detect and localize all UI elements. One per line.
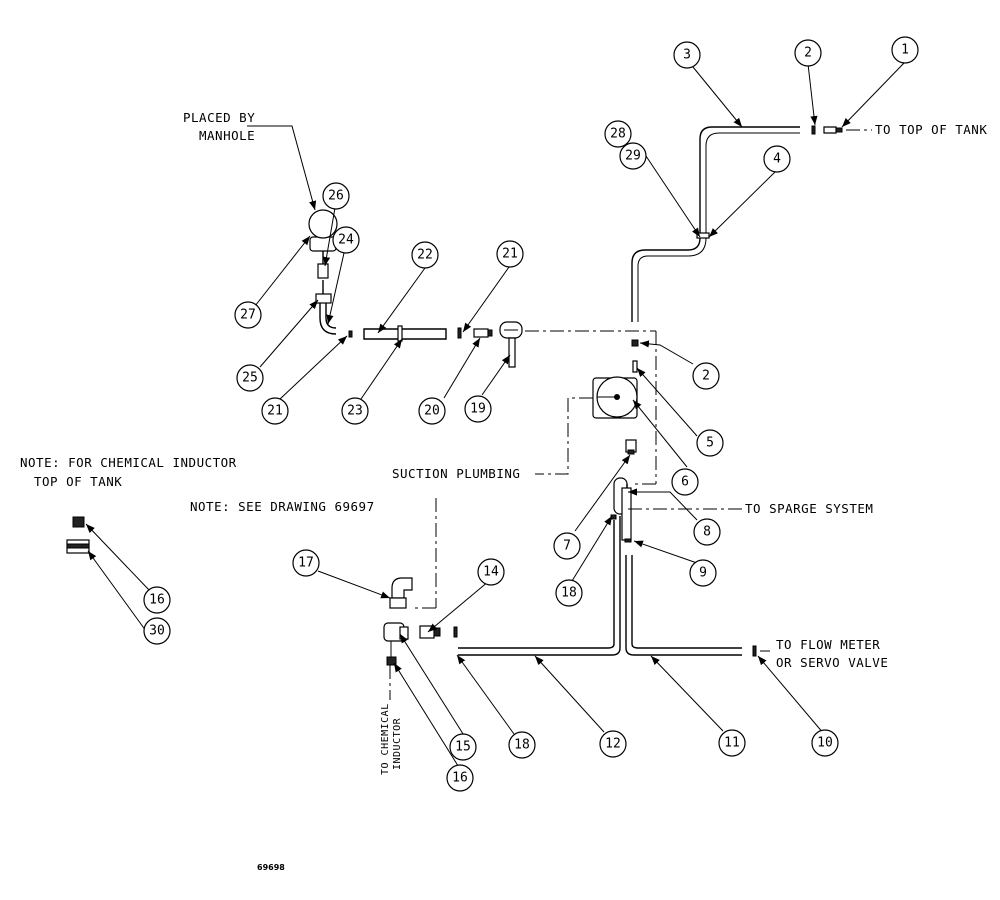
note-suction-plumbing: SUCTION PLUMBING	[392, 466, 520, 481]
callout: 6	[671, 468, 699, 496]
pipe-11	[625, 555, 742, 656]
callout: 16	[446, 764, 474, 792]
callout: 22	[411, 241, 439, 269]
note-inductor: INDUCTOR	[392, 717, 403, 770]
svg-text:30: 30	[149, 624, 165, 639]
pipework	[66, 125, 843, 666]
svg-text:24: 24	[338, 233, 354, 248]
svg-text:19: 19	[470, 402, 486, 417]
callout: 9	[689, 559, 717, 587]
chemical-inductor-assembly	[383, 577, 458, 666]
callout: 27	[234, 301, 262, 329]
note-chemical-inductor: NOTE: FOR CHEMICAL INDUCTOR	[20, 455, 237, 470]
svg-text:4: 4	[773, 152, 781, 167]
svg-text:11: 11	[724, 736, 740, 751]
callout: 10	[811, 729, 839, 757]
svg-text:2: 2	[804, 46, 812, 61]
pipe-top-of-tank	[631, 126, 800, 322]
note-flow-meter: TO FLOW METER	[776, 637, 880, 652]
note-placed-by: PLACED BY	[183, 110, 255, 125]
svg-text:6: 6	[681, 475, 689, 490]
svg-text:12: 12	[605, 737, 621, 752]
ball-valve	[499, 321, 523, 368]
note-top-of-tank-2: TOP OF TANK	[34, 474, 122, 489]
svg-text:23: 23	[347, 404, 363, 419]
drawing-number: 69698	[257, 863, 285, 872]
svg-text:20: 20	[424, 404, 440, 419]
svg-text:16: 16	[149, 593, 165, 608]
callout: 21	[496, 240, 524, 268]
note-sparge-system: TO SPARGE SYSTEM	[745, 501, 873, 516]
svg-text:18: 18	[561, 586, 577, 601]
callout: 28	[604, 120, 632, 148]
callout: 12	[599, 730, 627, 758]
callout: 7	[553, 532, 581, 560]
svg-text:21: 21	[502, 247, 518, 262]
svg-text:7: 7	[563, 539, 571, 554]
svg-text:2: 2	[702, 369, 710, 384]
pipe-22	[363, 328, 447, 340]
svg-text:18: 18	[514, 738, 530, 753]
callout: 17	[292, 549, 320, 577]
notes: PLACED BY MANHOLE TO TOP OF TANK SUCTION…	[20, 110, 987, 872]
svg-text:8: 8	[703, 525, 711, 540]
callout: 21	[261, 397, 289, 425]
svg-text:14: 14	[483, 565, 499, 580]
callout: 18	[508, 731, 536, 759]
callout: 18	[555, 579, 583, 607]
svg-text:26: 26	[328, 189, 344, 204]
callout: 29	[619, 142, 647, 170]
callout: 14	[477, 558, 505, 586]
callout: 19	[464, 395, 492, 423]
note-manhole: MANHOLE	[199, 128, 255, 143]
callout: 16	[143, 586, 171, 614]
callout: 5	[696, 429, 724, 457]
callout: 1	[891, 36, 919, 64]
service-lines	[389, 129, 872, 700]
svg-text:28: 28	[610, 127, 626, 142]
callout: 4	[763, 145, 791, 173]
note-see-drawing: NOTE: SEE DRAWING 69697	[190, 499, 375, 514]
callout: 3	[673, 41, 701, 69]
svg-text:5: 5	[706, 436, 714, 451]
callout: 20	[418, 397, 446, 425]
callouts: 1 2 3 4 28 29 26 24 22 21 27 25 21 23 20…	[143, 36, 919, 792]
callout: 11	[718, 729, 746, 757]
pipe-12	[458, 516, 621, 656]
pump	[592, 376, 638, 419]
svg-text:15: 15	[455, 740, 471, 755]
svg-text:25: 25	[242, 371, 258, 386]
callout: 26	[322, 182, 350, 210]
callout: 2	[692, 362, 720, 390]
note-to-chemical: TO CHEMICAL	[380, 703, 391, 775]
callout: 8	[693, 518, 721, 546]
svg-text:29: 29	[625, 149, 641, 164]
callout: 15	[449, 733, 477, 761]
fitting-top-of-tank	[823, 126, 837, 134]
svg-text:16: 16	[452, 771, 468, 786]
note-servo-valve: OR SERVO VALVE	[776, 655, 888, 670]
callout: 25	[236, 364, 264, 392]
svg-text:9: 9	[699, 566, 707, 581]
svg-text:1: 1	[901, 43, 909, 58]
callout: 2	[794, 39, 822, 67]
svg-text:22: 22	[417, 248, 433, 263]
vent-ball	[308, 209, 338, 252]
svg-text:10: 10	[817, 736, 833, 751]
top-of-tank-parts	[66, 516, 90, 554]
svg-text:27: 27	[240, 308, 256, 323]
svg-text:3: 3	[683, 48, 691, 63]
svg-text:17: 17	[298, 556, 314, 571]
note-top-of-tank: TO TOP OF TANK	[875, 122, 987, 137]
svg-text:21: 21	[267, 404, 283, 419]
callout: 23	[341, 397, 369, 425]
callout: 24	[332, 226, 360, 254]
leaders	[85, 61, 906, 770]
callout: 30	[143, 617, 171, 645]
